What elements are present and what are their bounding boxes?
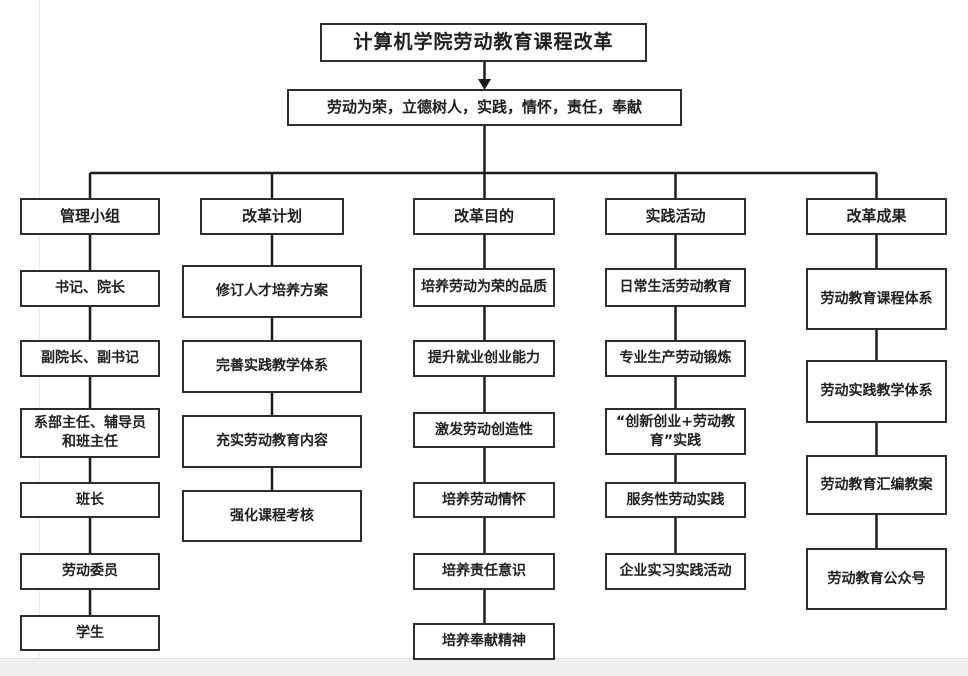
arrow-down-icon — [478, 79, 491, 90]
node-col2-item3: 充实劳动教育内容 — [182, 415, 362, 468]
node-col4-item1: 日常生活劳动教育 — [605, 268, 746, 307]
node-col5-item4: 劳动教育公众号 — [806, 548, 947, 610]
node-col3-item3: 激发劳动创造性 — [413, 412, 555, 448]
node-col5-item1: 劳动教育课程体系 — [806, 268, 947, 330]
column-header-reform-outcomes: 改革成果 — [806, 198, 947, 235]
node-col2-item1: 修订人才培养方案 — [182, 265, 362, 318]
node-col5-item2: 劳动实践教学体系 — [806, 360, 947, 423]
node-col3-item2: 提升就业创业能力 — [413, 340, 555, 377]
node-col2-item2: 完善实践教学体系 — [182, 340, 362, 393]
node-col4-item3: “创新创业+劳动教育”实践 — [605, 408, 746, 455]
node-col3-item1: 培养劳动为荣的品质 — [413, 268, 555, 307]
node-col4-item5: 企业实习实践活动 — [605, 553, 746, 590]
title-box: 计算机学院劳动教育课程改革 — [320, 23, 647, 62]
node-col3-item5: 培养责任意识 — [413, 553, 555, 590]
column-header-management-group: 管理小组 — [20, 198, 160, 235]
motto-box: 劳动为荣，立德树人，实践，情怀，责任，奉献 — [287, 89, 682, 126]
node-col1-item5: 劳动委员 — [20, 553, 160, 590]
node-col4-item4: 服务性劳动实践 — [605, 482, 746, 518]
node-col4-item2: 专业生产劳动锻炼 — [605, 340, 746, 377]
scan-artifact-line — [39, 0, 40, 659]
node-col3-item4: 培养劳动情怀 — [413, 482, 555, 518]
column-header-practice-activities: 实践活动 — [605, 198, 746, 235]
column-header-reform-purpose: 改革目的 — [413, 198, 555, 235]
node-col2-item4: 强化课程考核 — [182, 490, 362, 542]
column-header-reform-plan: 改革计划 — [200, 198, 344, 235]
node-col5-item3: 劳动教育汇编教案 — [806, 455, 947, 515]
node-col1-item4: 班长 — [20, 482, 160, 518]
node-col1-item2: 副院长、副书记 — [20, 340, 160, 377]
node-col1-item6: 学生 — [20, 615, 160, 651]
node-col3-item6: 培养奉献精神 — [413, 623, 555, 660]
node-col1-item3: 系部主任、辅导员和班主任 — [20, 408, 160, 458]
node-col1-item1: 书记、院长 — [20, 270, 160, 307]
